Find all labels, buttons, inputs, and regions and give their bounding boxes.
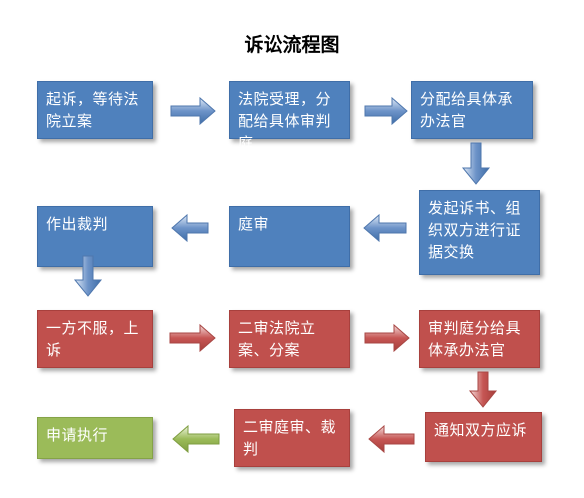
page-title: 诉讼流程图 — [244, 34, 340, 56]
step-filing: 起诉，等待法院立案 — [37, 81, 153, 139]
step-assign-judge: 分配给具体承办法官 — [411, 81, 533, 139]
arrow-left — [171, 213, 209, 243]
step-notify-parties: 通知双方应诉 — [425, 412, 542, 462]
arrow-down — [468, 371, 498, 408]
arrow-left — [368, 424, 415, 454]
step-second-instance-filing: 二审法院立案、分案 — [229, 310, 350, 368]
arrow-left — [363, 213, 407, 243]
step-appeal: 一方不服，上诉 — [37, 310, 153, 368]
arrow-down — [73, 255, 103, 297]
arrow-right — [169, 323, 216, 353]
step-court-accepts: 法院受理，分配给具体审判庭 — [229, 81, 350, 152]
step-second-trial: 二审庭审、裁判 — [234, 409, 350, 467]
arrow-left — [172, 424, 220, 454]
step-judgment: 作出裁判 — [37, 206, 153, 267]
step-apply-enforcement: 申请执行 — [37, 417, 153, 459]
step-second-assign-judge: 审判庭分给具体承办法官 — [419, 310, 540, 368]
arrow-right — [364, 323, 410, 353]
step-trial: 庭审 — [229, 206, 350, 267]
step-evidence-exchange: 发起诉书、组织双方进行证据交换 — [419, 190, 540, 275]
arrow-down — [461, 142, 491, 185]
arrow-right — [170, 96, 216, 126]
arrow-right — [364, 96, 408, 126]
